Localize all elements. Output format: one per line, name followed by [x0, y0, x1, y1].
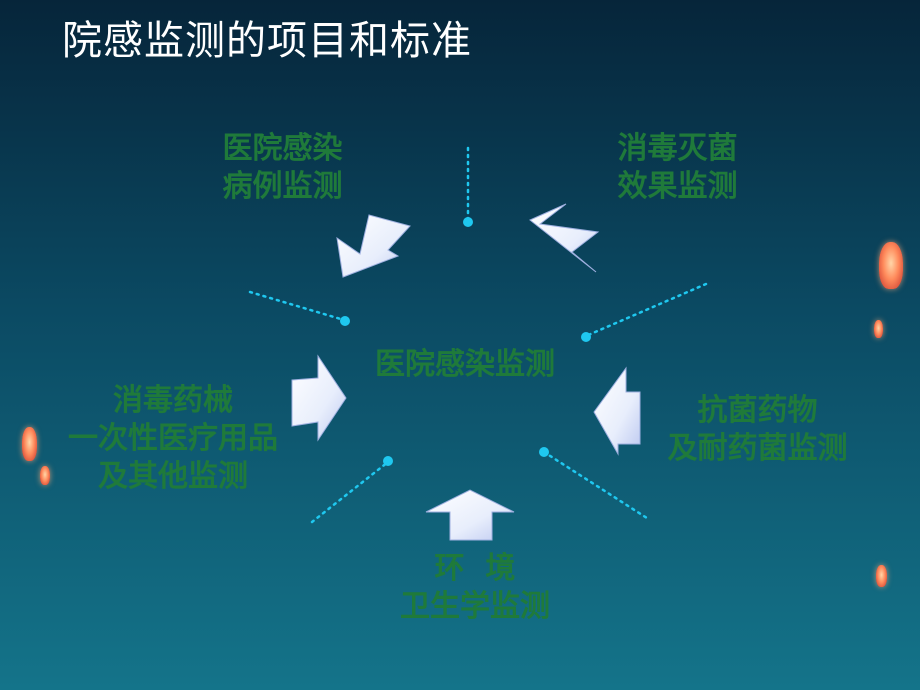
arrow-upper-left: [336, 214, 411, 278]
arrow-left: [291, 354, 347, 442]
lantern-decoration: [22, 427, 37, 461]
connector-lower-left: [310, 460, 390, 524]
label-infection-case-monitoring: 医院感染 病例监测: [180, 130, 385, 206]
lantern-decoration: [874, 320, 883, 338]
lantern-decoration: [879, 242, 903, 289]
label-environmental-hygiene-monitoring: 环 境 卫生学监测: [350, 550, 600, 626]
label-line: 医院感染: [222, 131, 343, 166]
label-disinfectant-supplies-monitoring: 消毒药械 一次性医疗用品 及其他监测: [28, 382, 318, 496]
label-line: 消毒药械: [113, 383, 233, 418]
label-line: 及其他监测: [98, 459, 248, 494]
label-line: 消毒灭菌: [617, 131, 738, 166]
lantern-decoration: [876, 565, 887, 587]
dotted-connectors: [248, 146, 708, 524]
label-line: 抗菌药物: [697, 393, 818, 428]
connector-upper-right: [584, 282, 708, 338]
label-line: 卫生学监测: [400, 589, 550, 624]
connector-lower-right: [542, 450, 652, 522]
slide-title: 院感监测的项目和标准: [62, 18, 472, 64]
dot-upper-right: [581, 332, 591, 342]
dot-lower-right: [539, 447, 549, 457]
arrow-upper-right: [529, 203, 600, 273]
label-line: 一次性医疗用品: [68, 421, 278, 456]
block-arrows: [291, 203, 641, 541]
lantern-decoration: [40, 466, 50, 485]
dot-lower-left: [383, 456, 393, 466]
connector-dots: [340, 217, 591, 466]
label-line: 病例监测: [222, 169, 343, 204]
label-antibiotic-resistance-monitoring: 抗菌药物 及耐药菌监测: [630, 392, 885, 468]
label-line: 及耐药菌监测: [667, 431, 848, 466]
center-label: 医院感染监测: [375, 347, 555, 382]
label-line: 环 境: [434, 551, 516, 586]
dot-top: [463, 217, 473, 227]
arrow-bottom: [425, 489, 515, 541]
arrow-right: [593, 366, 641, 456]
label-line: 效果监测: [617, 169, 738, 204]
dot-upper-left: [340, 316, 350, 326]
connector-upper-left: [248, 290, 346, 322]
label-disinfection-effect-monitoring: 消毒灭菌 效果监测: [575, 130, 780, 206]
